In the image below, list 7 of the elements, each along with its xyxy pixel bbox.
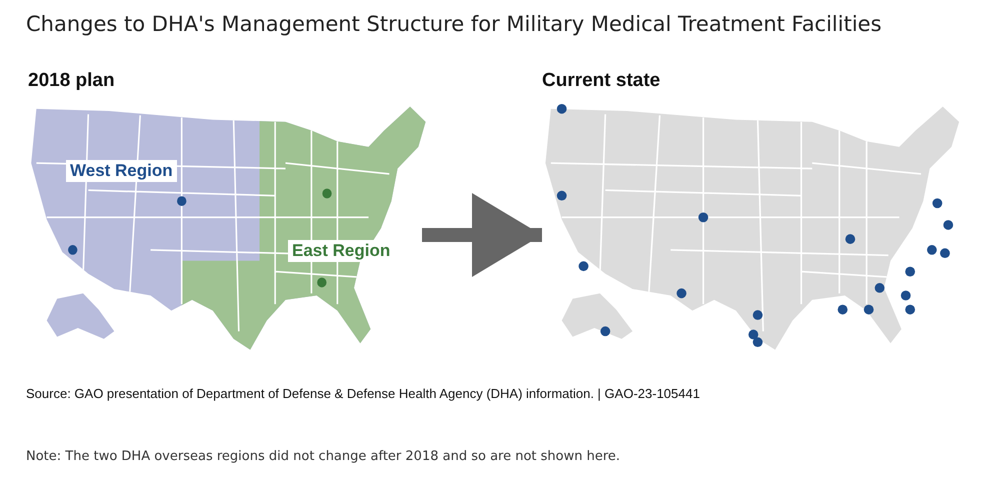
footnote: Note: The two DHA overseas regions did not change after 2018 and so are not shown here. (26, 449, 620, 464)
region-label: West Region (66, 160, 177, 182)
map-heading: 2018 plan (28, 70, 115, 92)
arrow (422, 193, 542, 277)
source-note: Source: GAO presentation of Department of Defense & Defense Health Agency (DHA) information. | GAO-23-105441 (26, 386, 700, 401)
title: Changes to DHA's Management Structure for Military Medical Treatment Facilities (26, 12, 882, 36)
map-heading: Current state (542, 70, 660, 92)
